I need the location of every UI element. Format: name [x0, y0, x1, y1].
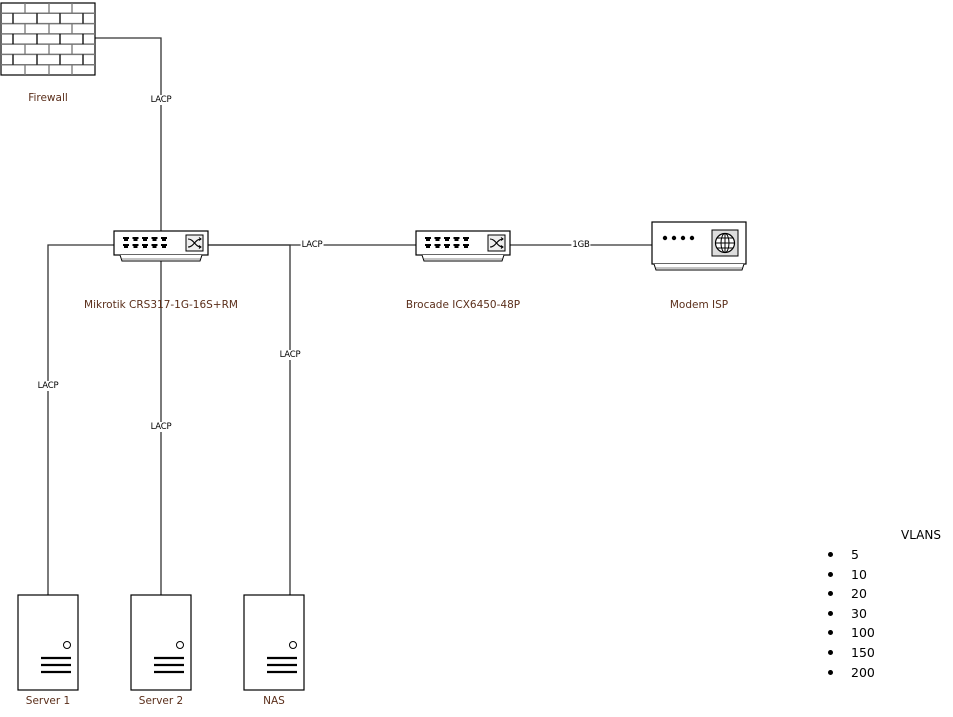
- vlan-item: 30: [820, 605, 875, 625]
- port-icons: [425, 237, 469, 248]
- ethernet-port-icon: [434, 237, 441, 241]
- ethernet-port-icon: [434, 244, 441, 248]
- power-button-icon: [176, 641, 184, 649]
- ethernet-port-icon: [151, 237, 158, 241]
- indicator-led-icon: [689, 235, 695, 241]
- bullet-icon: [828, 552, 833, 557]
- access-switch-label: Brocade ICX6450-48P: [405, 299, 521, 311]
- bullet-icon: [828, 571, 833, 577]
- firewall-label: Firewall: [28, 92, 68, 104]
- vlan-id: 30: [851, 605, 867, 621]
- edge-label-access-switch-modem: 1GB: [571, 240, 591, 250]
- port-icons: [123, 237, 167, 248]
- bullet-icon: [828, 610, 833, 616]
- vlan-id: 10: [851, 566, 867, 582]
- power-button-icon: [63, 641, 71, 649]
- ethernet-port-icon: [142, 237, 148, 241]
- edge-label-core-switch-nas: LACP: [278, 350, 302, 360]
- ethernet-port-icon: [123, 237, 129, 241]
- vlan-id: 200: [851, 664, 875, 680]
- ethernet-port-icon: [463, 244, 469, 248]
- vlan-item: 5: [820, 546, 875, 566]
- vlan-item: 150: [820, 644, 875, 664]
- core-switch-label: Mikrotik CRS317-1G-16S+RM: [84, 299, 238, 311]
- edge-firewall-core-switch[interactable]: [95, 37, 162, 231]
- server2-label: Server 2: [138, 695, 184, 707]
- ethernet-port-icon: [425, 244, 431, 248]
- indicator-led-icon: [680, 235, 686, 241]
- edge-label-core-switch-server2: LACP: [149, 422, 173, 432]
- vlan-item: 200: [820, 664, 875, 684]
- edge-core-switch-nas[interactable]: [208, 244, 291, 595]
- ethernet-port-icon: [453, 244, 460, 248]
- ethernet-port-icon: [425, 237, 431, 241]
- modem-label: Modem ISP: [669, 299, 729, 311]
- ethernet-port-icon: [142, 244, 148, 248]
- vlan-id: 150: [851, 644, 875, 660]
- ethernet-port-icon: [161, 237, 167, 241]
- server1-label: Server 1: [25, 695, 71, 707]
- network-switch-icon[interactable]: [415, 230, 511, 262]
- tower-server-icon[interactable]: [130, 594, 192, 691]
- tower-server-icon[interactable]: [243, 594, 305, 691]
- power-button-icon: [289, 641, 297, 649]
- vlan-id: 20: [851, 586, 867, 602]
- ethernet-port-icon: [132, 237, 139, 241]
- brick-wall-icon[interactable]: [0, 2, 96, 76]
- edge-label-core-switch-server1: LACP: [36, 381, 60, 391]
- indicator-led-icon: [662, 235, 668, 241]
- ethernet-port-icon: [453, 237, 460, 241]
- ethernet-port-icon: [161, 244, 167, 248]
- vlan-item: 10: [820, 566, 875, 586]
- globe-icon: [711, 229, 739, 257]
- ethernet-port-icon: [132, 244, 139, 248]
- bullet-icon: [828, 630, 833, 636]
- ethernet-port-icon: [123, 244, 129, 248]
- vlan-item: 20: [820, 585, 875, 605]
- modem-globe-icon[interactable]: [651, 221, 747, 271]
- vlan-list: 5 10 20 30 100 150 200: [820, 546, 875, 683]
- vlan-id: 5: [851, 547, 859, 562]
- nas-label: NAS: [263, 695, 285, 707]
- ethernet-port-icon: [151, 244, 158, 248]
- vlan-id: 100: [851, 625, 875, 641]
- tower-server-icon[interactable]: [17, 594, 79, 691]
- vlan-item: 100: [820, 624, 875, 644]
- edge-label-core-access-switch: LACP: [300, 240, 324, 250]
- indicator-led-icon: [671, 235, 677, 241]
- ethernet-port-icon: [463, 237, 469, 241]
- edge-core-switch-server1[interactable]: [47, 244, 114, 595]
- crossover-icon: [185, 234, 204, 252]
- network-switch-icon[interactable]: [113, 230, 209, 262]
- bullet-icon: [828, 591, 833, 597]
- bullet-icon: [828, 669, 833, 675]
- bullet-icon: [828, 649, 833, 655]
- vlan-legend-title: VLANS: [901, 528, 941, 542]
- ethernet-port-icon: [444, 237, 450, 241]
- edge-label-firewall-core-switch: LACP: [149, 95, 173, 105]
- crossover-icon: [487, 234, 506, 252]
- ethernet-port-icon: [444, 244, 450, 248]
